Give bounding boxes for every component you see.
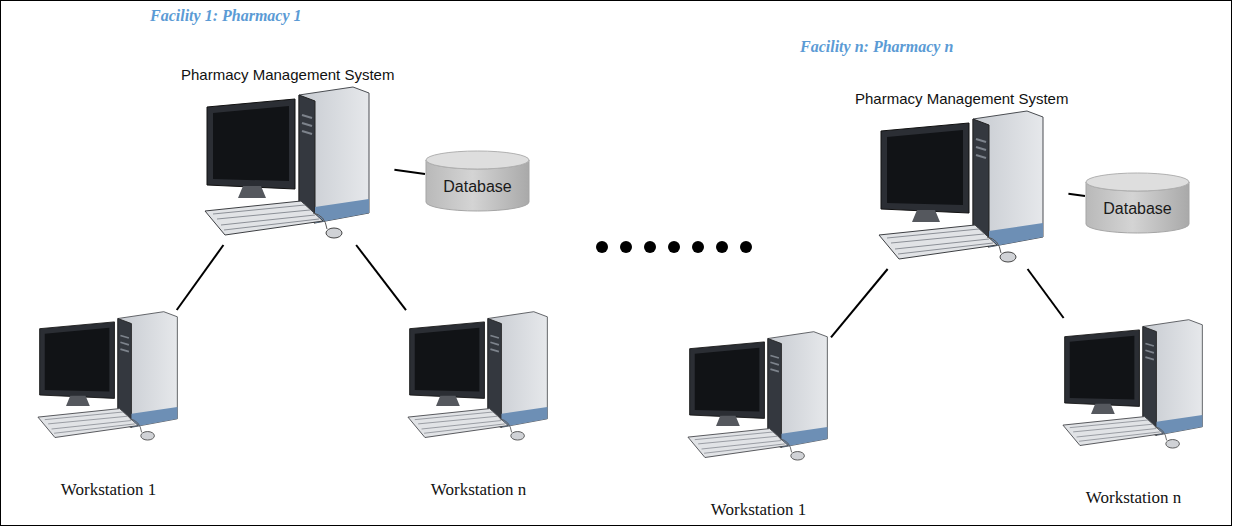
- server-computer: Pharmacy Management System: [855, 90, 1068, 269]
- computer-icon: [686, 330, 831, 466]
- database-cylinder: Database: [425, 150, 530, 212]
- computer-icon: [877, 109, 1047, 269]
- workstation-computer: Workstation n: [406, 310, 551, 500]
- computer-icon: [203, 85, 373, 245]
- facility-title: Facility n: Pharmacy n: [800, 38, 953, 56]
- node-label: Pharmacy Management System: [855, 90, 1068, 107]
- network-link: [394, 170, 425, 174]
- facility-title: Facility 1: Pharmacy 1: [150, 7, 302, 25]
- node-label: Workstation 1: [711, 500, 806, 520]
- server-computer: Pharmacy Management System: [181, 66, 394, 245]
- node-label: Database: [443, 166, 512, 196]
- workstation-computer: Workstation 1: [686, 330, 831, 520]
- workstation-computer: Workstation 1: [36, 310, 181, 500]
- node-label: Workstation n: [431, 480, 526, 500]
- database-cylinder: Database: [1085, 172, 1190, 234]
- network-link: [1028, 269, 1064, 318]
- node-label: Workstation 1: [61, 480, 156, 500]
- network-link: [1068, 194, 1085, 196]
- network-link: [831, 269, 888, 337]
- computer-icon: [36, 310, 181, 446]
- workstation-computer: Workstation n: [1061, 318, 1206, 508]
- node-label: Database: [1103, 188, 1172, 218]
- computer-icon: [406, 310, 551, 446]
- network-link: [356, 245, 406, 310]
- node-label: Workstation n: [1086, 488, 1181, 508]
- ellipsis-dots: [596, 241, 752, 253]
- computer-icon: [1061, 318, 1206, 454]
- node-label: Pharmacy Management System: [181, 66, 394, 83]
- network-link: [177, 245, 224, 310]
